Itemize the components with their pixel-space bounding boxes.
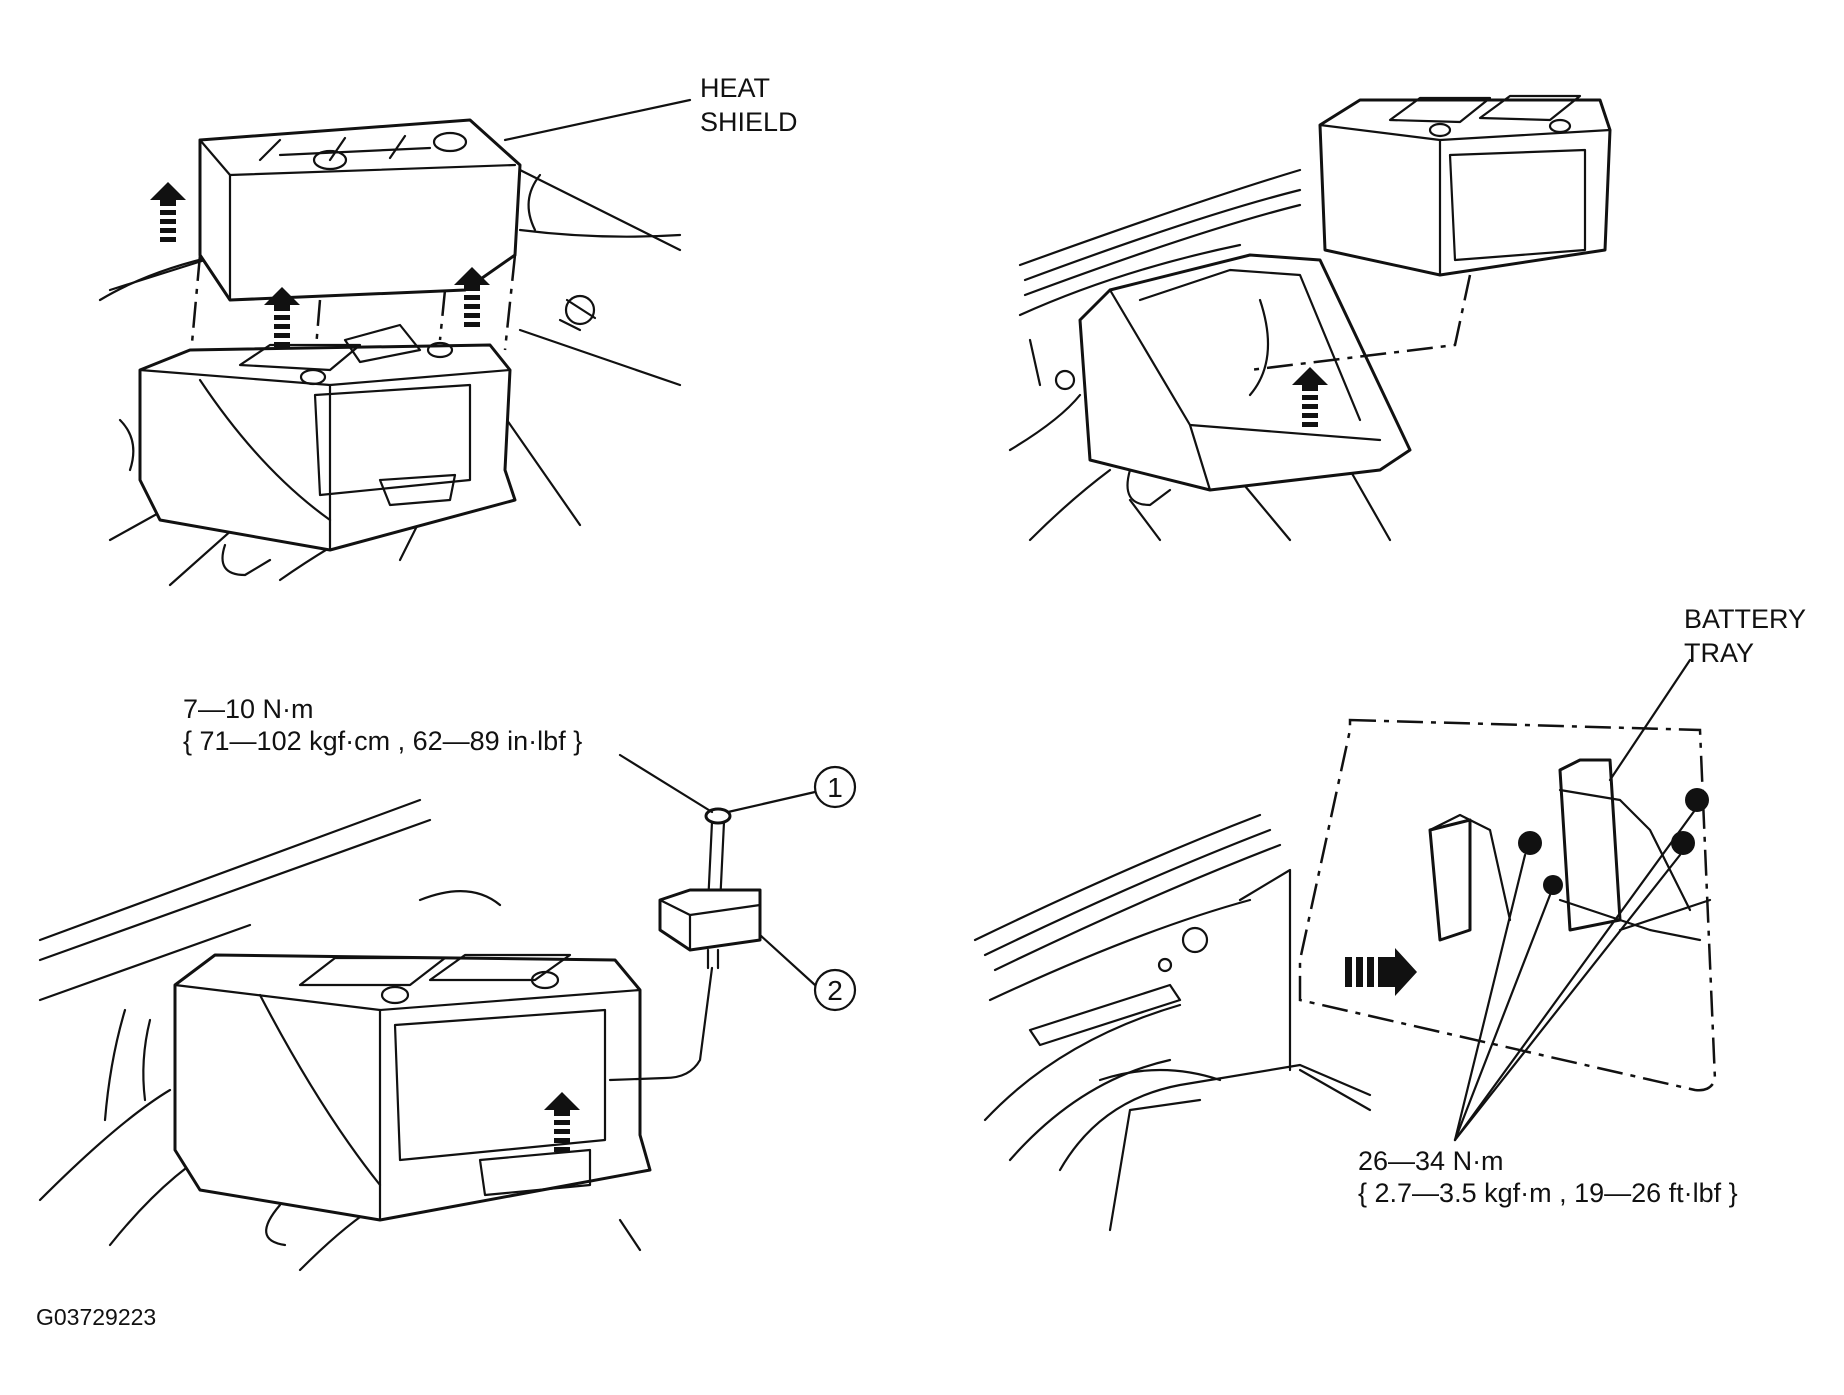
- battery-lifted: [1318, 94, 1612, 277]
- fender-lines: [1008, 168, 1392, 542]
- clamp-guide-line: [608, 966, 714, 1082]
- up-arrow-icon: [150, 182, 186, 242]
- hold-down-clamp: [658, 888, 762, 970]
- panel-hold-down-clamp: 1 2 7—10 N·m { 71—102 kgf·cm , 62—89 in·…: [38, 694, 857, 1272]
- battery-tray: [1428, 758, 1712, 942]
- callout-2-circle: [813, 968, 857, 1012]
- heat-shield: [198, 118, 522, 302]
- tray-leader: [1608, 658, 1692, 782]
- up-arrow-icon: [454, 267, 490, 327]
- bolt-icon: [1518, 831, 1542, 855]
- panel-heat-shield-removal: HEAT SHIELD: [98, 73, 798, 587]
- callout-1-circle: [813, 765, 857, 809]
- fender-lines: [973, 813, 1372, 1232]
- heat-shield-leader: [503, 98, 692, 142]
- figure-code: G03729223: [36, 1304, 156, 1330]
- callout-2-label: 2: [827, 975, 843, 1006]
- bolt-icon: [1671, 831, 1695, 855]
- clamp-torque-label: 7—10 N·m { 71—102 kgf·cm , 62—89 in·lbf …: [183, 694, 582, 756]
- up-arrow-icon: [1292, 367, 1328, 427]
- torque-leaders: [1453, 808, 1697, 1142]
- up-arrow-icon: [544, 1092, 580, 1152]
- battery: [138, 323, 517, 552]
- up-arrow-icon: [264, 287, 300, 347]
- torque-leader: [618, 753, 714, 814]
- panel-battery-removal: [1008, 94, 1612, 542]
- battery-tray-empty: [1054, 253, 1412, 507]
- callout-1-leader: [726, 790, 817, 814]
- battery-tray-label: BATTERY TRAY: [1684, 604, 1813, 668]
- battery: [173, 953, 652, 1247]
- tray-torque-label: 26—34 N·m { 2.7—3.5 kgf·m , 19—26 ft·lbf…: [1358, 1146, 1738, 1208]
- right-arrow-icon: [1345, 948, 1417, 996]
- connector: [558, 294, 597, 332]
- panel-battery-tray-removal: BATTERY TRAY 26—34 N·m { 2.7—3.5 kgf·m ,…: [973, 604, 1813, 1232]
- bolt-icon: [1685, 788, 1709, 812]
- bolt-icon: [1543, 875, 1563, 895]
- heat-shield-label: HEAT SHIELD: [700, 73, 798, 137]
- callout-1-label: 1: [827, 772, 843, 803]
- tray-outline-dashed: [1298, 718, 1717, 1092]
- bracket: [221, 543, 272, 577]
- battery-lift-guide: [1249, 274, 1472, 372]
- callout-2-leader: [758, 933, 817, 987]
